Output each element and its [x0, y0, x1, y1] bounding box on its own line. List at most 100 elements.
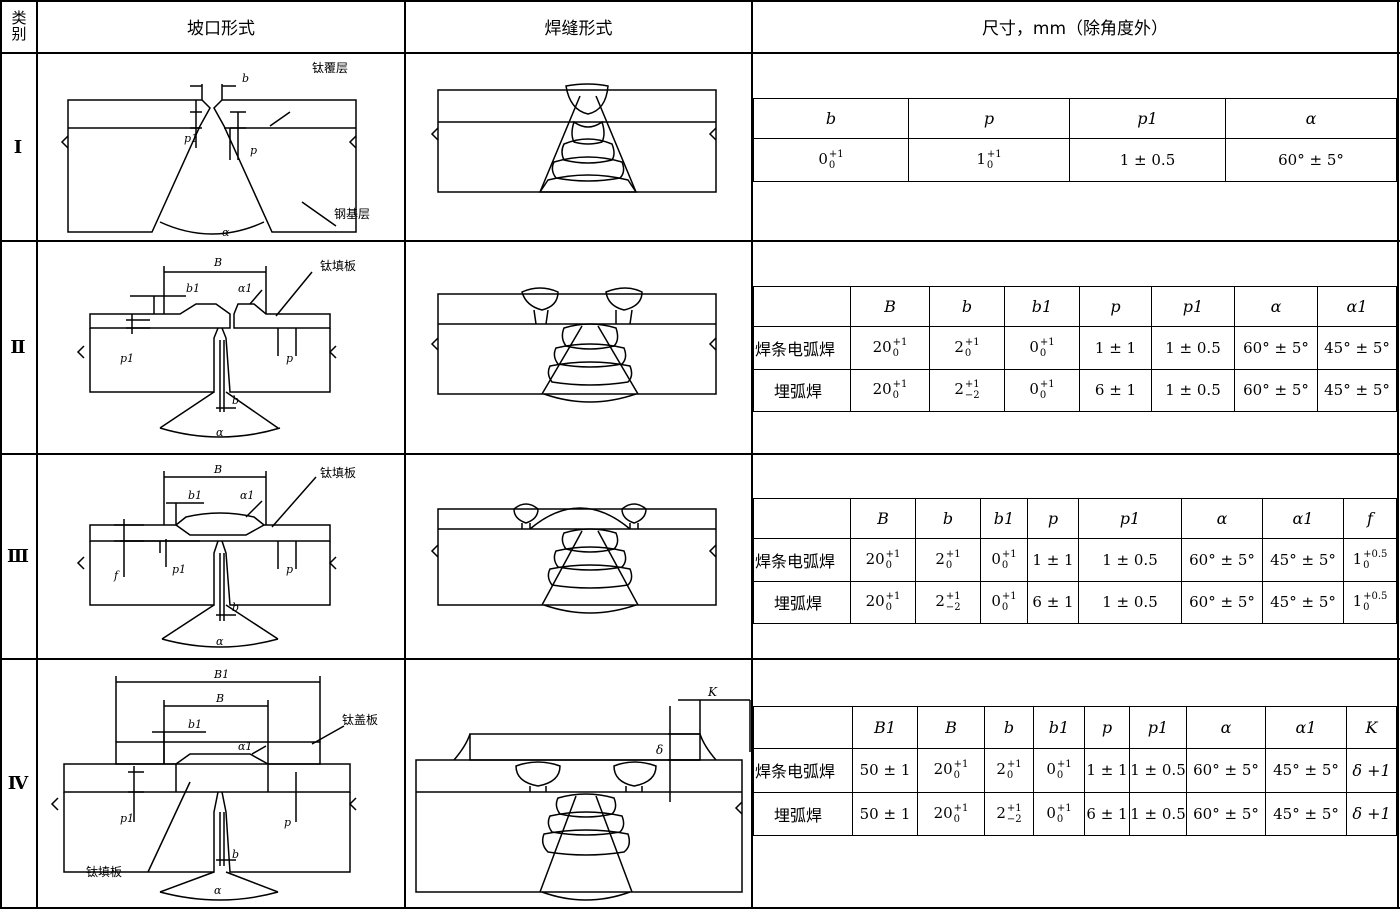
tolerance-base: 20	[872, 380, 892, 399]
tolerance-base: 20	[865, 549, 885, 568]
col-header: f	[1343, 498, 1397, 539]
label-b: b	[232, 601, 239, 614]
tolerance-base: 0	[991, 549, 1001, 568]
row-label: 焊条电弧焊	[753, 538, 851, 582]
cell: 6 ± 1	[1079, 368, 1152, 412]
label-b: b	[232, 394, 239, 407]
col-header: p	[1084, 706, 1130, 749]
col-header: b1	[1033, 706, 1085, 749]
col-header: α1	[1317, 286, 1397, 327]
label-b1: b1	[188, 718, 202, 731]
label-alpha1: α1	[238, 282, 252, 295]
col-header: p	[1027, 498, 1079, 539]
tolerance-deviation: +1−2	[1006, 802, 1022, 825]
label-K: K	[707, 685, 718, 699]
col-header: b	[915, 498, 981, 539]
cell: δ +1	[1346, 791, 1397, 836]
cell: 2+1−2	[929, 368, 1005, 412]
col-header: p	[908, 98, 1070, 139]
cell: δ +1	[1346, 748, 1397, 793]
tolerance-base: 1	[976, 150, 986, 168]
cell: 60° ± 5°	[1186, 748, 1266, 793]
cell: 45° ± 5°	[1262, 538, 1344, 582]
row-label: 焊条电弧焊	[753, 326, 851, 370]
cell: 60° ± 5°	[1225, 138, 1397, 182]
label-p1: p1	[184, 132, 198, 145]
tolerance-base: 20	[872, 337, 892, 356]
col-header	[753, 706, 853, 749]
label-p: p	[284, 816, 291, 829]
tolerance-base: 0	[991, 592, 1001, 611]
grid-line	[36, 0, 38, 909]
col-header: b	[929, 286, 1005, 327]
cell: 45° ± 5°	[1265, 791, 1347, 836]
row-label: 焊条电弧焊	[753, 748, 853, 793]
label-alpha1: α1	[238, 740, 252, 753]
grid-line	[0, 658, 1400, 660]
header-groove: 坡口形式	[187, 18, 255, 39]
cell: 6 ± 1	[1027, 580, 1079, 624]
cell: 60° ± 5°	[1181, 580, 1263, 624]
tolerance-base: 0	[1046, 760, 1056, 779]
cell: 1 ± 0.5	[1151, 368, 1235, 412]
label-B: B	[213, 256, 222, 269]
col-header: B	[850, 498, 916, 539]
cell: 60° ± 5°	[1234, 326, 1318, 370]
tolerance-base: 0	[1029, 380, 1039, 399]
col-header: p	[1079, 286, 1152, 327]
tolerance-base: 2	[954, 380, 964, 399]
cell: 45° ± 5°	[1262, 580, 1344, 624]
cell: 50 ± 1	[852, 791, 918, 836]
label-p: p	[286, 563, 293, 576]
col-header: b	[753, 98, 909, 139]
weld-diagram-2	[410, 244, 750, 451]
col-header: p1	[1078, 498, 1182, 539]
row-label: 埋弧焊	[753, 580, 851, 624]
header-dims: 尺寸，mm（除角度外）	[981, 18, 1169, 39]
tolerance-deviation: +1−2	[964, 379, 980, 402]
cell: 60° ± 5°	[1181, 538, 1263, 582]
header-weld: 焊缝形式	[544, 18, 613, 39]
tolerance-deviation: +1−2	[945, 591, 961, 614]
label-B1: B1	[213, 668, 229, 681]
label-p: p	[250, 144, 257, 157]
tolerance-base: 2	[954, 337, 964, 356]
label-delta: δ	[656, 743, 663, 757]
category-2: Ⅱ	[10, 337, 26, 358]
row-label: 埋弧焊	[753, 368, 851, 412]
col-header: α	[1225, 98, 1397, 139]
tolerance-base: 1	[1352, 549, 1363, 568]
category-3: Ⅲ	[7, 546, 29, 567]
cell: 1 ± 1	[1084, 748, 1130, 793]
label-cover: 钛盖板	[342, 712, 378, 727]
weld-diagram-1	[410, 56, 750, 238]
tolerance-base: 20	[865, 592, 885, 611]
groove-diagram-1: b p1 p α 钛覆层 钢基层	[40, 60, 370, 239]
grid-line	[0, 240, 1400, 242]
